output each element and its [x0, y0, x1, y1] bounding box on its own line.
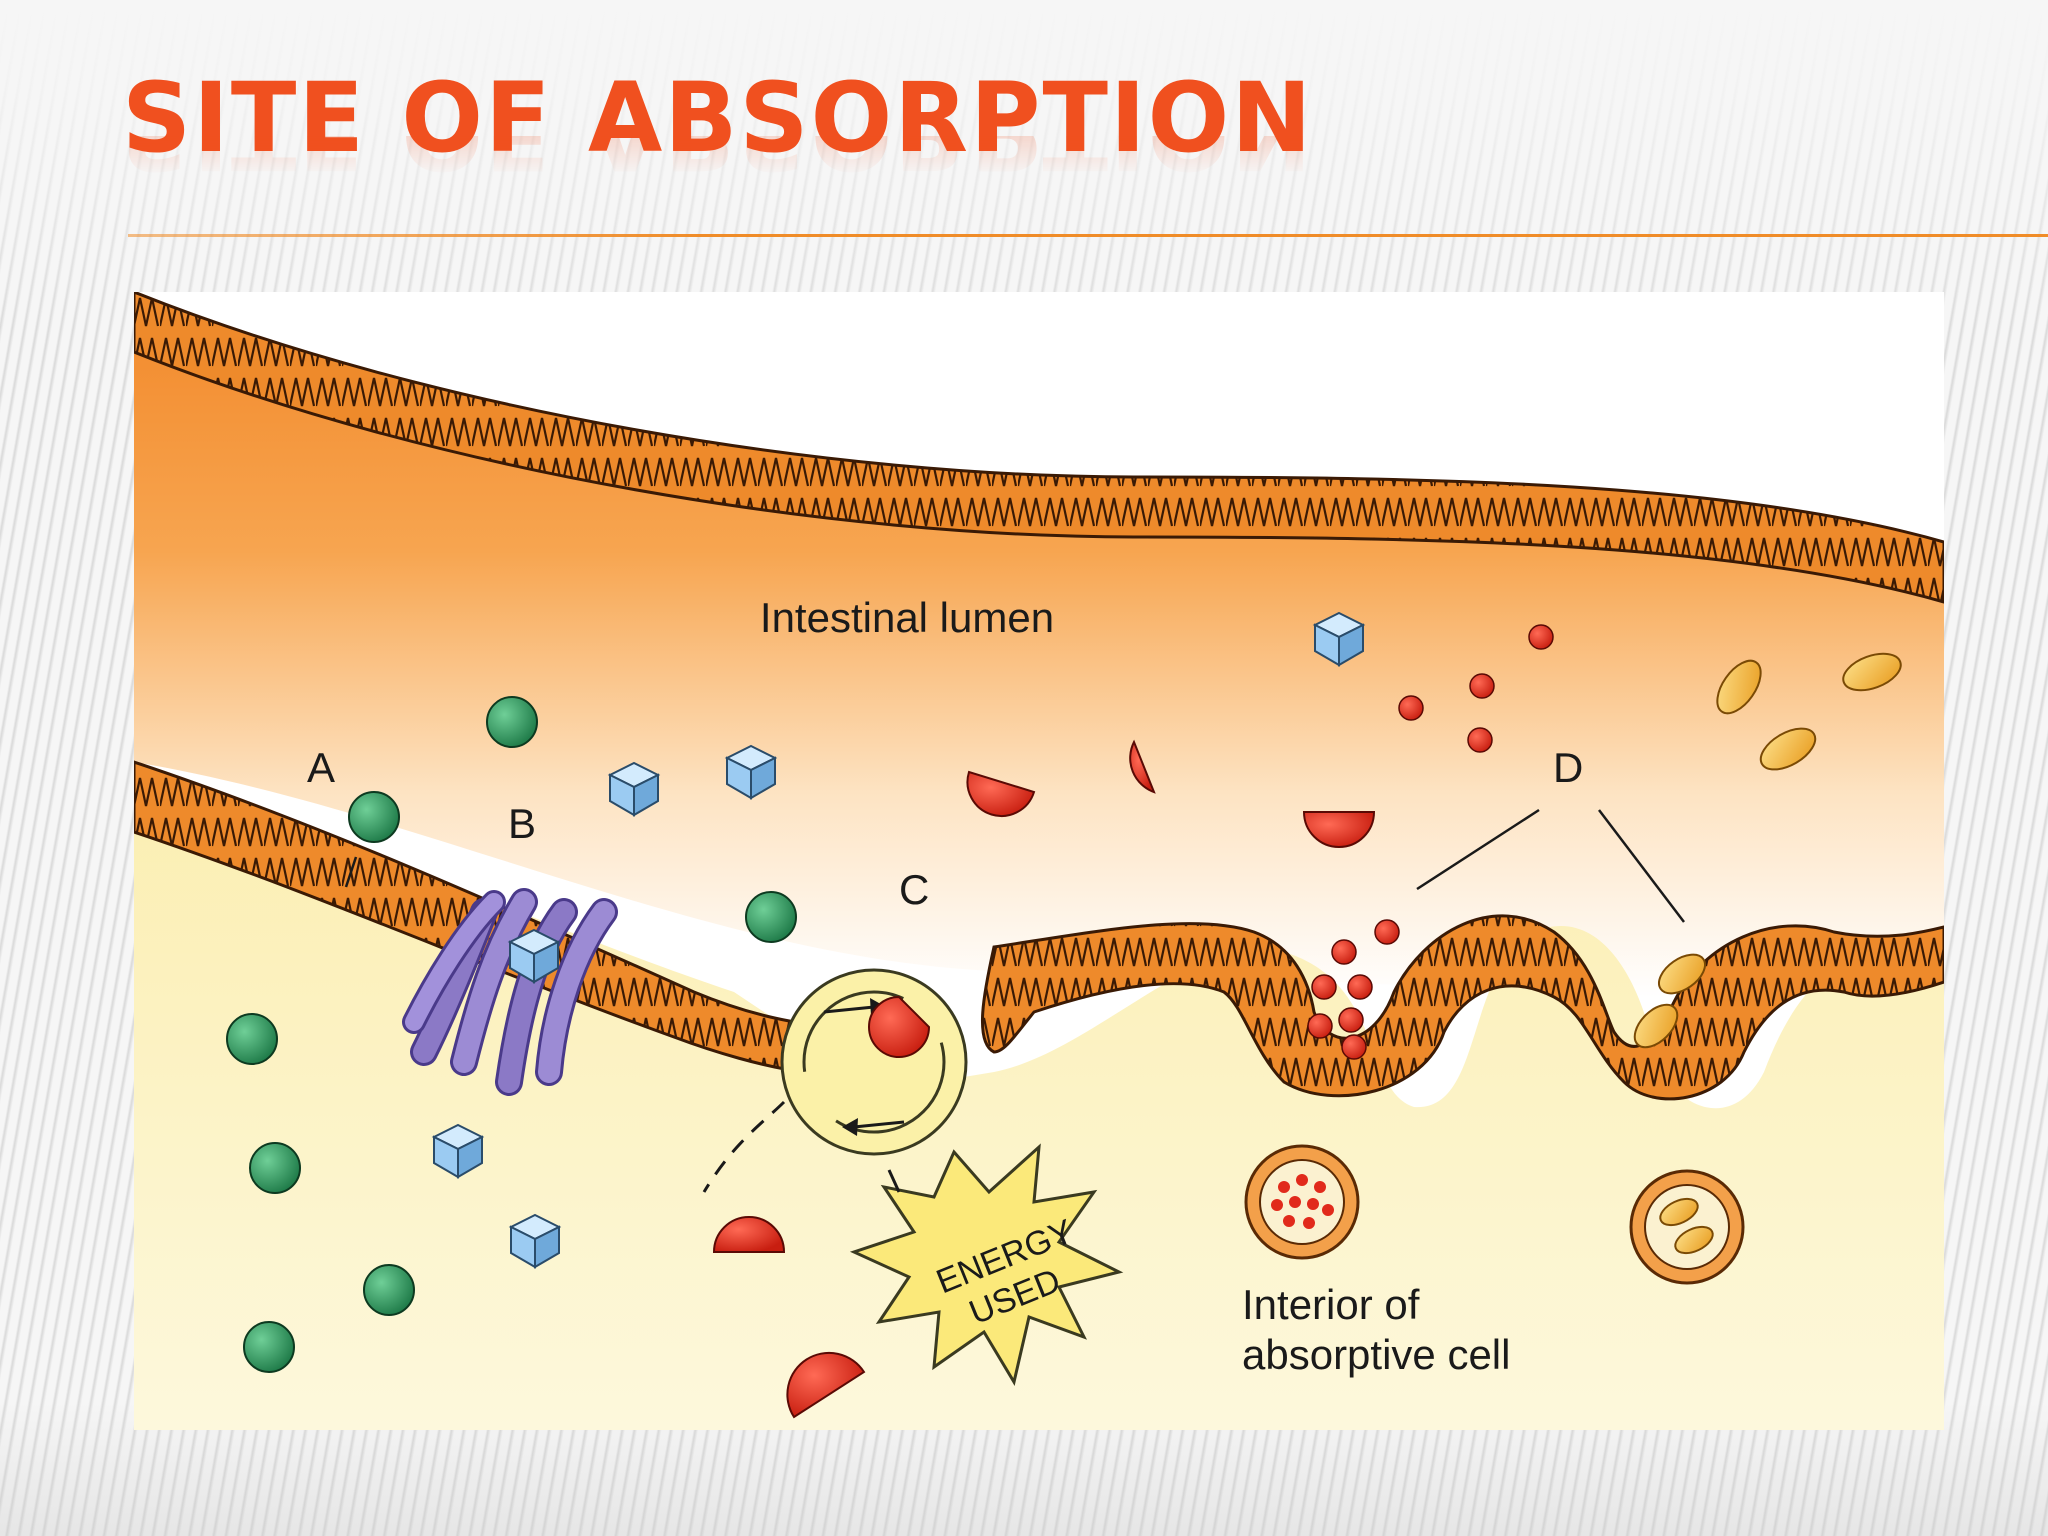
label-d: D — [1553, 744, 1583, 791]
intestinal-lumen-region — [134, 312, 1944, 998]
amino-acid-ball — [1398, 695, 1424, 721]
glucose-ball — [348, 791, 400, 843]
protein-fragment — [786, 1351, 866, 1419]
label-d-pointer-left — [1416, 808, 1540, 891]
fat-droplet — [1759, 727, 1817, 771]
fat-droplet — [1716, 659, 1762, 715]
energy-burst — [849, 1143, 1124, 1386]
fat-droplet — [1658, 953, 1706, 995]
glucose-ball — [226, 1013, 278, 1065]
interior-label-line1: Interior of — [1242, 1281, 1420, 1328]
label-a: A — [307, 744, 335, 791]
label-a-pointer — [344, 856, 358, 888]
interior-label-line2: absorptive cell — [1242, 1331, 1510, 1378]
fat-droplet — [1842, 652, 1902, 692]
protein-fragment — [1129, 739, 1156, 794]
amino-acid-ball — [1338, 1007, 1364, 1033]
fat-droplet — [1633, 1003, 1679, 1049]
fat-vesicle — [1629, 1169, 1745, 1285]
intestinal-lumen-label: Intestinal lumen — [760, 594, 1054, 641]
amino-acid-ball — [1311, 974, 1337, 1000]
amino-acid-ball — [1331, 939, 1357, 965]
absorption-figure: ENERGY USED — [134, 292, 1944, 1430]
glucose-ball — [249, 1142, 301, 1194]
label-d-pointer-right — [1598, 809, 1685, 923]
glucose-ball — [243, 1321, 295, 1373]
protein-fragment — [966, 770, 1036, 817]
label-c: C — [899, 866, 929, 913]
energy-pointer — [887, 1169, 901, 1193]
amino-acid-ball — [1341, 1034, 1367, 1060]
glucose-ball — [363, 1264, 415, 1316]
protein-fragment — [712, 1216, 786, 1253]
slide-title-reflection: Site of absorption — [122, 136, 1314, 182]
carrier-c — [702, 968, 968, 1193]
protein-vesicle — [1244, 1144, 1360, 1260]
amino-acid-ball — [1469, 673, 1495, 699]
absorptive-cell-interior — [134, 762, 1944, 1430]
glucose-ball — [486, 696, 538, 748]
title-divider — [128, 234, 2048, 237]
amino-acid-ball — [1307, 1013, 1333, 1039]
carrier-protein-b — [402, 888, 618, 1096]
upper-outer-space — [134, 292, 1944, 542]
protein-fragment — [1302, 811, 1376, 848]
amino-acid-ball — [1347, 974, 1373, 1000]
amino-acid-ball — [1374, 919, 1400, 945]
upper-membrane — [134, 292, 1944, 604]
slide-title: Site of absorption — [122, 62, 1314, 174]
protein-in-carrier-c — [868, 995, 931, 1058]
glucose-ball — [745, 891, 797, 943]
label-b: B — [508, 800, 536, 847]
lower-membrane-right — [981, 914, 1944, 1101]
amino-acid-ball — [1467, 727, 1493, 753]
absorption-diagram: ENERGY USED — [134, 292, 1944, 1430]
amino-acid-ball — [1528, 624, 1554, 650]
